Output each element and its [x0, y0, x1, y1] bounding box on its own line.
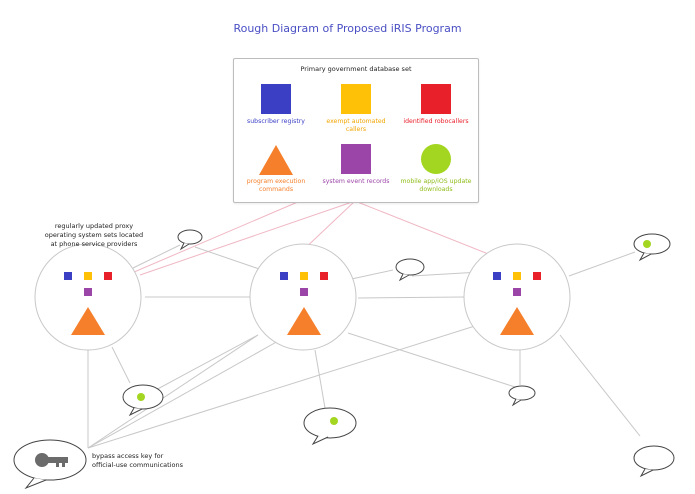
proxy-server-2 [249, 243, 357, 351]
proxy-server-3 [463, 243, 571, 351]
robocallers-icon [104, 272, 112, 280]
subscriber-registry-icon [280, 272, 288, 280]
proxy-server-1 [34, 243, 142, 351]
event-records-icon [513, 288, 521, 296]
db-item-execution-commands: program execution commands [236, 144, 316, 194]
execution-commands-icon [287, 307, 321, 335]
phone-bubble-5 [303, 407, 357, 446]
exempt-callers-icon [300, 272, 308, 280]
db-item-app-updates: mobile app/iOS update downloads [396, 144, 476, 194]
robocallers-icon [320, 272, 328, 280]
key-note: bypass access key for official-use commu… [92, 452, 183, 469]
proxy-note: regularly updated proxy operating system… [44, 222, 144, 248]
db-item-subscriber-registry: subscriber registry [236, 84, 316, 126]
diagram-title: Rough Diagram of Proposed iRIS Program [233, 22, 462, 35]
execution-commands-icon [500, 307, 534, 335]
phone-bubble-1 [177, 229, 203, 251]
phone-bubble-6 [508, 385, 536, 407]
subscriber-registry-icon [64, 272, 72, 280]
subscriber-registry-icon [493, 272, 501, 280]
exempt-callers-square-icon [341, 84, 371, 114]
event-records-icon [84, 288, 92, 296]
event-records-icon [300, 288, 308, 296]
phone-bubble-4 [122, 384, 164, 417]
phone-bubble-2 [395, 258, 425, 282]
execution-commands-triangle-icon [259, 145, 293, 175]
key-icon [35, 453, 68, 467]
event-records-square-icon [341, 144, 371, 174]
phone-bubble-7 [633, 445, 675, 478]
key-bubble [13, 439, 87, 490]
db-item-exempt-callers: exempt automated callers [316, 84, 396, 134]
app-updates-circle-icon [421, 144, 451, 174]
robocallers-icon [533, 272, 541, 280]
execution-commands-icon [71, 307, 105, 335]
exempt-callers-icon [84, 272, 92, 280]
exempt-callers-icon [513, 272, 521, 280]
db-item-event-records: system event records [316, 144, 396, 186]
phone-bubble-3 [633, 233, 671, 262]
db-item-robocallers: identified robocallers [396, 84, 476, 126]
primary-database-box: Primary government database set subscrib… [233, 58, 479, 203]
subscriber-registry-square-icon [261, 84, 291, 114]
database-title: Primary government database set [300, 65, 412, 73]
robocallers-square-icon [421, 84, 451, 114]
